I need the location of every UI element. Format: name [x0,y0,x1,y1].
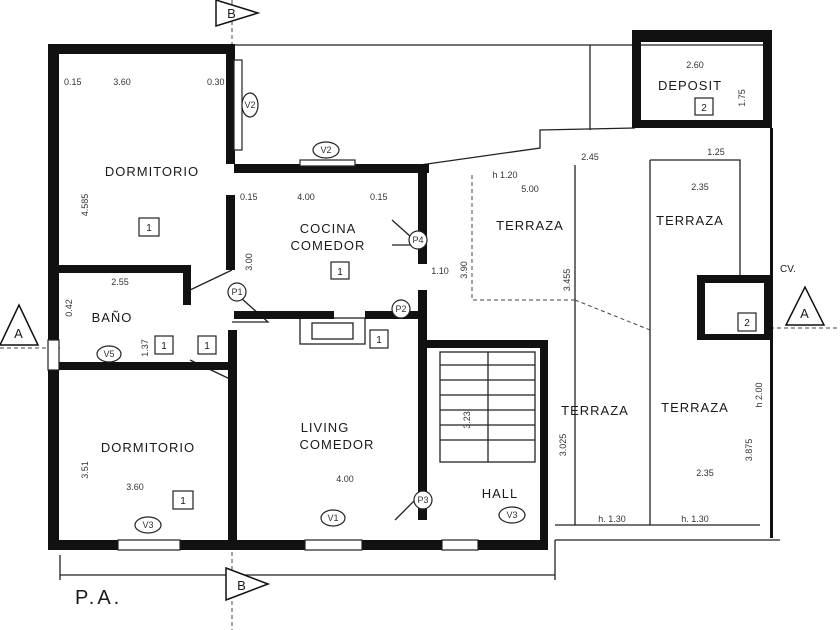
room-number-bano-side: 1 [204,341,210,352]
walls [48,30,773,550]
dim-h-1-30-b: h. 1.30 [681,514,709,524]
dim-4-585: 4.585 [80,194,90,217]
dim-1-10: 1.10 [431,266,449,276]
dim-2-35-bottom: 2.35 [696,468,714,478]
plan-title: P.A. [75,587,122,609]
room-terraza-top: TERRAZA [496,218,564,233]
room-number-box [330,261,350,280]
room-terraza-right-top: TERRAZA [656,213,724,228]
room-number-living: 1 [376,335,382,346]
dim-3-90: 3.90 [459,261,469,279]
dim-4-00-bottom: 4.00 [336,474,354,484]
section-b-top-label: B [227,6,237,21]
dim-h-1-20: h 1.20 [492,170,517,180]
section-marker-a-right: A [784,285,826,326]
dim-0-15-c: 0.15 [370,192,388,202]
tag-v5-bath: V5 [103,349,114,359]
section-a-right-label: A [800,306,810,321]
tag-v3-bedroom: V3 [142,520,153,530]
room-number-box [197,335,217,355]
room-terraza-right: TERRAZA [661,400,729,415]
room-number-box [138,217,160,237]
room-number-cocina: 1 [337,267,343,278]
room-cocina-line1: COCINA [300,221,357,236]
dim-3-455: 3.455 [562,269,572,292]
tag-p2: P2 [395,304,406,314]
room-living-line2: COMEDOR [300,437,375,452]
room-number-box [737,312,757,332]
tag-v2-bedroom: V2 [244,100,255,110]
dim-2-45: 2.45 [581,152,599,162]
dim-4-00: 4.00 [297,192,315,202]
dim-0-15-a: 0.15 [64,77,82,87]
room-dormitorio-top: DORMITORIO [105,164,199,179]
room-terraza-mid: TERRAZA [561,403,629,418]
room-number-box [154,335,174,355]
cv-label: CV. [780,264,796,275]
tag-p1: P1 [231,287,242,297]
tag-p3: P3 [417,495,428,505]
section-b-bottom-label: B [237,578,247,593]
dim-h-2-00: h 2.00 [754,382,764,407]
dim-0-15-b: 0.15 [240,192,258,202]
room-cocina-line2: COMEDOR [291,238,366,253]
section-marker-b-bottom: B [225,566,271,602]
room-number-dormitorio-top: 1 [146,223,152,234]
dim-h-1-30: h. 1.30 [598,514,626,524]
room-living-line1: LIVING [301,420,350,435]
dim-3-51: 3.51 [80,461,90,479]
room-deposit: DEPOSIT [658,78,722,93]
dim-1-25: 1.25 [707,147,725,157]
window-tags: V2 V2 V3 V3 V5 V1 [96,92,526,534]
section-a-left-label: A [14,326,24,341]
room-number-box [369,329,389,349]
room-dormitorio-bottom: DORMITORIO [101,440,195,455]
tag-p4: P4 [412,235,423,245]
dim-0-42: 0.42 [64,299,74,317]
room-bano: BAÑO [92,310,133,325]
room-number-cv: 2 [744,318,750,329]
room-number-box [694,97,714,116]
dim-1-75: 1.75 [737,89,747,107]
dim-2-60: 2.60 [686,60,704,70]
door-tags: P1 P2 P3 P4 [227,230,433,510]
tag-v3-hall: V3 [506,510,517,520]
dim-3-23: 3.23 [462,411,472,429]
dim-2-55: 2.55 [111,277,129,287]
dim-2-35-top: 2.35 [691,182,709,192]
room-hall: HALL [482,486,519,501]
room-number-deposit: 2 [701,103,707,114]
dim-5-00: 5.00 [521,184,539,194]
section-marker-a-left: A [0,303,40,346]
dim-1-37: 1.37 [140,339,150,357]
section-marker-b-top: B [215,0,261,28]
dim-3-00: 3.00 [244,253,254,271]
dim-3-60-bottom: 3.60 [126,482,144,492]
room-number-box [172,490,194,510]
tag-v1-living: V1 [327,513,338,523]
room-number-dormitorio-bottom: 1 [180,496,186,507]
dim-3-875: 3.875 [744,439,754,462]
dim-3-60-top: 3.60 [113,77,131,87]
dimension-labels: 3.60 0.15 0.30 4.585 0.15 4.00 0.15 3.00… [64,60,764,524]
room-number-bano: 1 [161,341,167,352]
dim-0-30-a: 0.30 [207,77,225,87]
dim-3-025: 3.025 [558,434,568,457]
tag-v2-kitchen: V2 [320,145,331,155]
windows [47,59,479,551]
